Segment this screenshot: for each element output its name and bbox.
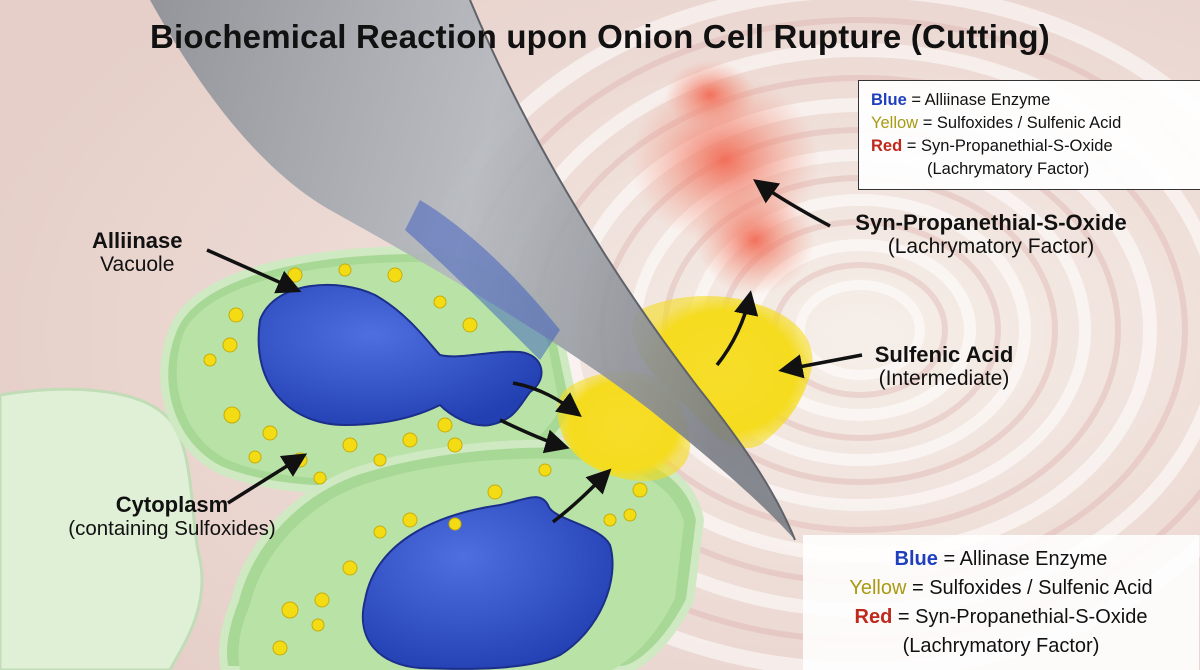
legend-bottom-row-yellow: Yellow = Sulfoxides / Sulfenic Acid xyxy=(817,574,1185,603)
legend-top: Blue = Alliinase Enzyme Yellow = Sulfoxi… xyxy=(858,80,1200,191)
arrow-cytoplasm xyxy=(227,453,308,505)
legend-top-text-red: = Syn-Propanethial-S-Oxide xyxy=(906,137,1113,156)
label-propanethial-sub: (Lachrymatory Factor) xyxy=(887,235,1095,259)
arrow-sulfenic-acid xyxy=(778,353,863,379)
legend-top-row-yellow: Yellow = Sulfoxides / Sulfenic Acid xyxy=(871,112,1188,135)
arrow-reaction-2 xyxy=(499,418,570,454)
legend-top-text-blue: = Alliinase Enzyme xyxy=(911,91,1051,109)
legend-top-key-yellow: Yellow xyxy=(871,114,919,133)
arrow-reaction-3 xyxy=(551,468,612,524)
legend-bottom-note: (Lachrymatory Factor) xyxy=(902,635,1100,657)
legend-bottom-text-red: = Syn-Propanethial-S-Oxide xyxy=(897,606,1148,628)
arrow-propanethial xyxy=(753,179,831,228)
label-propanethial: Syn-Propanethial-S-Oxide (Lachrymatory F… xyxy=(836,210,1146,259)
label-cytoplasm-title: Cytoplasm xyxy=(115,492,229,517)
legend-bottom-row-blue: Blue = Allinase Enzyme xyxy=(817,545,1185,574)
label-sulfenic-title: Sulfenic Acid xyxy=(874,342,1014,367)
label-propanethial-title: Syn-Propanethial-S-Oxide xyxy=(855,210,1127,235)
legend-bottom-key-blue: Blue xyxy=(894,548,938,570)
alliinase-vacuole-lower xyxy=(361,496,614,670)
legend-top-key-red: Red xyxy=(871,137,903,156)
label-alliinase-title: Alliinase xyxy=(92,228,183,253)
annotation-arrows xyxy=(206,179,863,524)
arrow-vapor-rise xyxy=(715,290,759,367)
legend-bottom-key-red: Red xyxy=(854,606,893,628)
legend-bottom-row-red: Red = Syn-Propanethial-S-Oxide xyxy=(817,603,1185,632)
diagram-title: Biochemical Reaction upon Onion Cell Rup… xyxy=(150,18,1050,55)
label-alliinase-sub: Vacuole xyxy=(100,253,175,277)
label-cytoplasm: Cytoplasm (containing Sulfoxides) xyxy=(47,492,297,541)
legend-bottom-text-yellow: = Sulfoxides / Sulfenic Acid xyxy=(911,577,1153,599)
label-sulfenic-acid: Sulfenic Acid (Intermediate) xyxy=(864,342,1024,391)
legend-top-key-blue: Blue xyxy=(871,91,907,109)
alliinase-vacuole-upper xyxy=(257,283,543,427)
legend-top-row-red: Red = Syn-Propanethial-S-Oxide xyxy=(871,135,1188,158)
legend-bottom-text-blue: = Allinase Enzyme xyxy=(943,548,1108,570)
label-cytoplasm-sub: (containing Sulfoxides) xyxy=(68,517,276,541)
legend-bottom-key-yellow: Yellow xyxy=(849,577,907,599)
legend-top-row-blue: Blue = Alliinase Enzyme xyxy=(871,89,1188,112)
label-sulfenic-sub: (Intermediate) xyxy=(878,367,1010,391)
legend-top-text-yellow: = Sulfoxides / Sulfenic Acid xyxy=(922,114,1122,133)
legend-bottom: Blue = Allinase Enzyme Yellow = Sulfoxid… xyxy=(803,535,1199,670)
label-alliinase-vacuole: Alliinase Vacuole xyxy=(92,228,182,277)
neighbor-cell-left xyxy=(0,387,204,670)
knife-blade xyxy=(150,0,796,541)
legend-top-note: (Lachrymatory Factor) xyxy=(927,160,1090,179)
arrow-reaction-1 xyxy=(512,381,582,418)
arrow-alliinase-vacuole xyxy=(206,248,302,294)
